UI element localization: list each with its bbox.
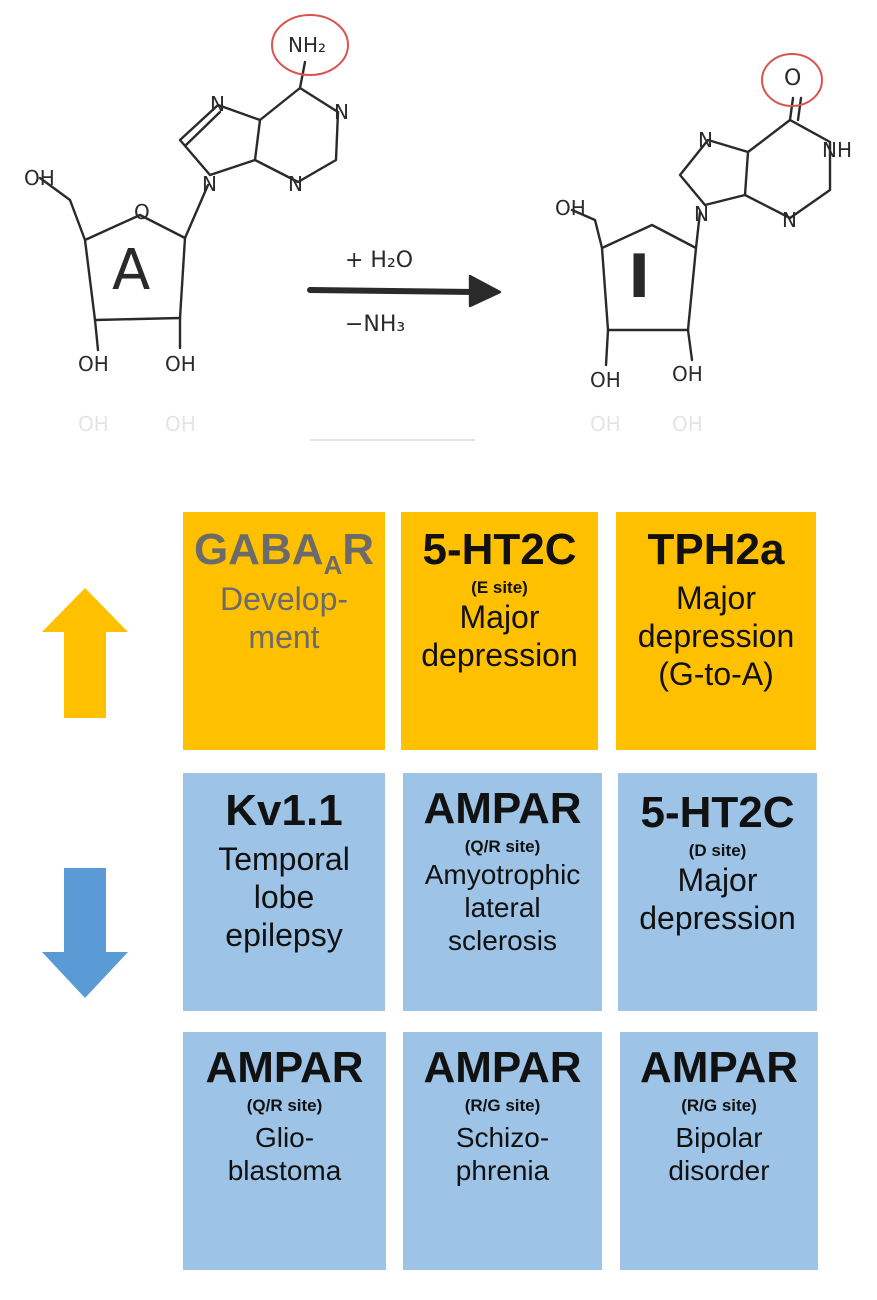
box-title: Kv1.1 [225, 786, 343, 835]
inosine-carbonyl [788, 96, 803, 122]
up-arrow-icon [42, 588, 128, 718]
inosine-oh-reflection-left: OH [590, 412, 621, 436]
box-ampar-rg-bipolar: AMPAR (R/G site) Bipolar disorder [620, 1032, 818, 1270]
box-desc-line: Bipolar [675, 1121, 763, 1153]
box-title: AMPAR [423, 784, 582, 833]
box-desc-line: Schizo- [455, 1121, 550, 1153]
o-highlight-circle [761, 53, 823, 107]
box-ampar-rg-schizophrenia: AMPAR (R/G site) Schizo- phrenia [403, 1032, 602, 1270]
box-kv11: Kv1.1 Temporal lobe epilepsy [183, 773, 385, 1011]
adenosine-n9-label: N [202, 172, 217, 196]
reagent-add-label: + H₂O [345, 248, 414, 273]
box-desc-line: epilepsy [225, 916, 343, 953]
box-site: (R/G site) [464, 1096, 541, 1116]
reaction-scheme [38, 14, 832, 441]
inosine-n3-label: N [782, 208, 797, 232]
inosine-oh-bond-right [686, 328, 694, 362]
box-desc-line: depression [639, 899, 796, 936]
adenosine-n1-label: N [334, 100, 349, 124]
box-5ht2c-e-site: 5-HT2C (E site) Major depression [401, 512, 598, 750]
inosine-ch2oh-bond [570, 208, 604, 250]
box-site: (Q/R site) [464, 837, 541, 857]
box-title: AMPAR [423, 1043, 582, 1092]
box-title: GABAAR [193, 525, 375, 580]
reactant-amine-label: NH₂ [288, 33, 327, 57]
reactant-letter: A [112, 238, 151, 303]
adenosine-n7-label: N [210, 92, 225, 116]
product-letter: I [628, 242, 651, 312]
box-gabaar-development: GABAAR Develop- ment [183, 512, 385, 750]
inosine-ribose-ring [600, 223, 698, 332]
box-ampar-qr-als: AMPAR (Q/R site) Amyotrophic lateral scl… [403, 773, 602, 1011]
box-desc-line: Major [459, 598, 540, 635]
box-desc-line: phrenia [455, 1154, 550, 1186]
box-desc-line: Develop- [219, 581, 349, 618]
box-tph2a: TPH2a Major depression (G-to-A) [616, 512, 816, 750]
box-site: (Q/R site) [246, 1096, 323, 1116]
reaction-arrow [307, 287, 478, 295]
box-5ht2c-d-site: 5-HT2C (D site) Major depression [618, 773, 817, 1011]
box-site: (E site) [471, 578, 528, 598]
adenosine-ch2oh-bond [38, 176, 87, 242]
inosine-oh-reflection-right: OH [672, 412, 703, 436]
box-site: (D site) [688, 841, 747, 861]
reagent-remove-label: −NH₃ [345, 312, 406, 337]
box-desc-line: sclerosis [448, 924, 557, 956]
adenosine-oh-reflection-left: OH [78, 412, 109, 436]
box-desc-line: blastoma [227, 1154, 342, 1186]
box-desc-line: lobe [253, 879, 315, 916]
adenosine-oh-reflection-right: OH [165, 412, 196, 436]
adenosine-oh-5-label: OH [24, 166, 55, 190]
inosine-oh-5-label: OH [555, 196, 586, 220]
inosine-n-bond [694, 210, 702, 250]
box-desc-line: lateral [464, 891, 541, 923]
adenosine-pyrimidine [253, 86, 340, 184]
box-desc-line: depression [421, 636, 578, 673]
inosine-pyrimidine [743, 118, 832, 220]
inosine-n7-label: N [698, 128, 713, 152]
adenosine-double-bond [184, 110, 222, 147]
inosine-oh-2-label: OH [672, 362, 703, 386]
adenosine-n-bond [183, 183, 210, 240]
box-site: (R/G site) [681, 1096, 757, 1116]
adenosine-ribose-ring [83, 213, 187, 322]
inosine-nh-label: NH [822, 138, 852, 162]
inosine-n9-label: N [694, 202, 709, 226]
adenosine-ring-o-label: O [134, 200, 150, 224]
adenosine-n3-label: N [288, 172, 303, 196]
box-desc-line: ment [248, 619, 320, 656]
box-title: AMPAR [205, 1043, 364, 1092]
box-ampar-qr-glioblastoma: AMPAR (Q/R site) Glio- blastoma [183, 1032, 386, 1270]
box-title: 5-HT2C [422, 525, 577, 574]
inosine-oh-3-label: OH [590, 368, 621, 392]
box-desc-line: Major [675, 580, 756, 617]
adenosine-oh-bond-left [93, 318, 100, 352]
adenosine-imidazole [178, 103, 262, 177]
box-desc-line: Glio- [254, 1121, 315, 1153]
box-desc-line: disorder [668, 1154, 770, 1186]
inosine-oh-bond-left [604, 328, 610, 367]
box-desc-line: Temporal [218, 841, 350, 878]
adenosine-oh-2-label: OH [165, 352, 196, 376]
box-desc-line: (G-to-A) [658, 655, 774, 692]
down-arrow-icon [42, 868, 128, 998]
box-title: TPH2a [647, 525, 785, 574]
box-desc-line: depression [637, 618, 795, 655]
adenosine-oh-3-label: OH [78, 352, 109, 376]
product-oxo-label: O [784, 66, 802, 91]
box-title: 5-HT2C [640, 788, 795, 837]
reaction-arrowhead [468, 274, 502, 308]
box-desc-line: Amyotrophic [424, 858, 581, 890]
inosine-imidazole [678, 138, 750, 207]
box-title: AMPAR [639, 1043, 799, 1092]
nh2-highlight-circle [271, 14, 349, 76]
box-desc-line: Major [677, 861, 758, 898]
